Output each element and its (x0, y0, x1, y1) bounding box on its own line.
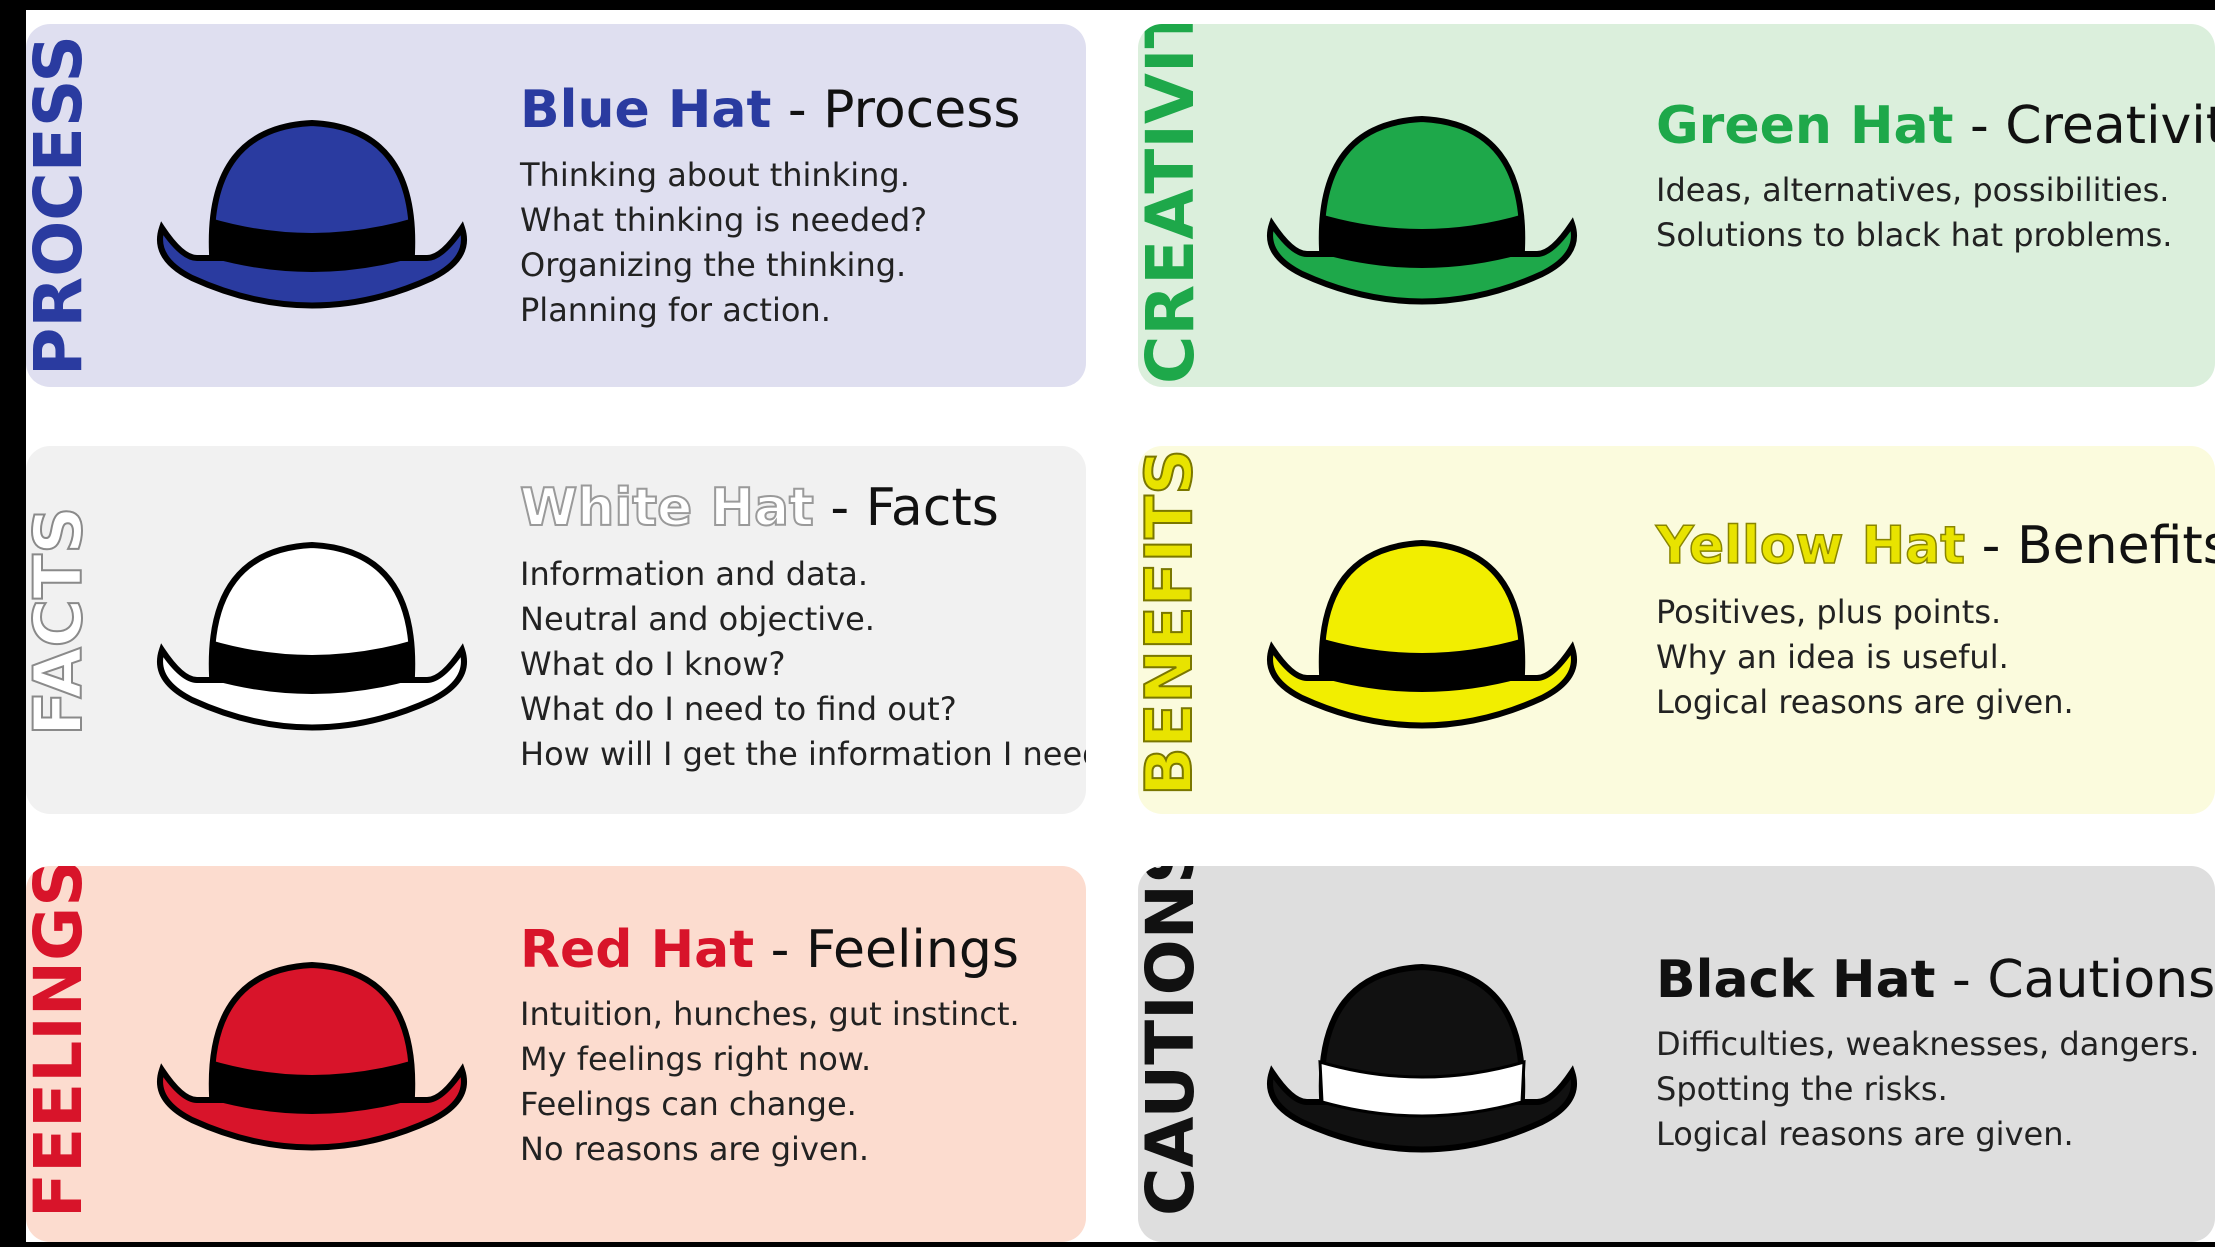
cautions-side-label: CAUTIONS (1138, 866, 1209, 1216)
blue-hat-icon (157, 119, 467, 309)
description-line: Feelings can change. (520, 1085, 857, 1123)
red-hat-lines: Intuition, hunches, gut instinct. My fee… (520, 992, 1020, 1172)
description-line: Logical reasons are given. (1656, 683, 2074, 721)
hat-topic: Creativity (2005, 96, 2215, 156)
description-line: Thinking about thinking. (520, 156, 910, 194)
title-separator: - (1935, 950, 1988, 1010)
description-line: No reasons are given. (520, 1130, 870, 1168)
description-line: Spotting the risks. (1656, 1070, 1948, 1108)
green-hat-panel: CREATIVITY Green Hat - Creativity Ideas,… (1138, 24, 2215, 387)
title-separator: - (1965, 516, 2017, 576)
hat-name: Yellow Hat (1655, 516, 1966, 576)
description-line: What do I need to find out? (520, 690, 957, 728)
hat-name: Blue Hat (520, 80, 772, 140)
description-line: What thinking is needed? (520, 201, 928, 239)
description-line: Difficulties, weaknesses, dangers. (1656, 1025, 2200, 1063)
blue-hat-lines: Thinking about thinking. What thinking i… (520, 153, 927, 333)
description-line: Solutions to black hat problems. (1656, 216, 2173, 254)
hat-name: Red Hat (520, 920, 755, 980)
facts-side-label: FACTS (26, 505, 98, 737)
hat-topic: Feelings (805, 920, 1019, 980)
black-hat-lines: Difficulties, weaknesses, dangers. Spott… (1656, 1022, 2200, 1157)
hat-topic: Process (823, 80, 1021, 140)
black-hat-icon (1267, 963, 1577, 1153)
description-line: Logical reasons are given. (1656, 1115, 2074, 1153)
feelings-side-label: FEELINGS (26, 866, 97, 1218)
description-line: What do I know? (520, 645, 786, 683)
white-hat-title: White Hat - Facts (519, 481, 999, 535)
white-hat-icon (157, 541, 467, 731)
hat-name: Green Hat (1656, 96, 1954, 156)
green-hat-icon (1267, 115, 1577, 305)
title-separator: - (813, 478, 866, 538)
six-hats-sheet: PROCESS Blue Hat - Process Thinking abou… (26, 10, 2215, 1242)
red-hat-panel: FEELINGS Red Hat - Feelings Intuition, h… (26, 866, 1086, 1242)
blue-hat-title: Blue Hat - Process (520, 84, 1020, 136)
red-hat-icon (157, 961, 467, 1151)
black-hat-panel: CAUTIONS Black Hat - Cautions Difficulti… (1138, 866, 2215, 1242)
description-line: Positives, plus points. (1656, 593, 2002, 631)
white-hat-lines: Information and data. Neutral and object… (520, 552, 1086, 777)
description-line: Intuition, hunches, gut instinct. (520, 995, 1020, 1033)
title-separator: - (771, 80, 824, 140)
description-line: My feelings right now. (520, 1040, 872, 1078)
hat-topic: Cautions (1987, 950, 2215, 1010)
hat-name: Black Hat (1656, 950, 1936, 1010)
description-line: Ideas, alternatives, possibilities. (1656, 171, 2170, 209)
white-hat-panel: FACTS White Hat - Facts Information and … (26, 446, 1086, 814)
title-separator: - (754, 920, 806, 980)
process-side-label: PROCESS (26, 35, 97, 376)
hat-name: White Hat (519, 478, 815, 538)
description-line: Planning for action. (520, 291, 831, 329)
red-hat-title: Red Hat - Feelings (520, 924, 1019, 976)
title-separator: - (1953, 96, 2006, 156)
description-line: Why an idea is useful. (1656, 638, 2009, 676)
green-hat-lines: Ideas, alternatives, possibilities. Solu… (1656, 168, 2172, 258)
description-line: Information and data. (520, 555, 869, 593)
description-line: How will I get the information I need? (520, 735, 1086, 773)
blue-hat-panel: PROCESS Blue Hat - Process Thinking abou… (26, 24, 1086, 387)
yellow-hat-lines: Positives, plus points. Why an idea is u… (1656, 590, 2074, 725)
hat-topic: Facts (865, 478, 999, 538)
yellow-hat-title: Yellow Hat - Benefits (1655, 519, 2215, 573)
yellow-hat-panel: BENEFITS Yellow Hat - Benefits Positives… (1138, 446, 2215, 814)
creativity-side-label: CREATIVITY (1138, 24, 1209, 384)
black-hat-title: Black Hat - Cautions (1656, 954, 2215, 1006)
benefits-side-label: BENEFITS (1138, 448, 1208, 797)
description-line: Neutral and objective. (520, 600, 875, 638)
yellow-hat-icon (1267, 539, 1577, 729)
description-line: Organizing the thinking. (520, 246, 907, 284)
green-hat-title: Green Hat - Creativity (1656, 100, 2215, 152)
hat-topic: Benefits (2016, 516, 2215, 576)
